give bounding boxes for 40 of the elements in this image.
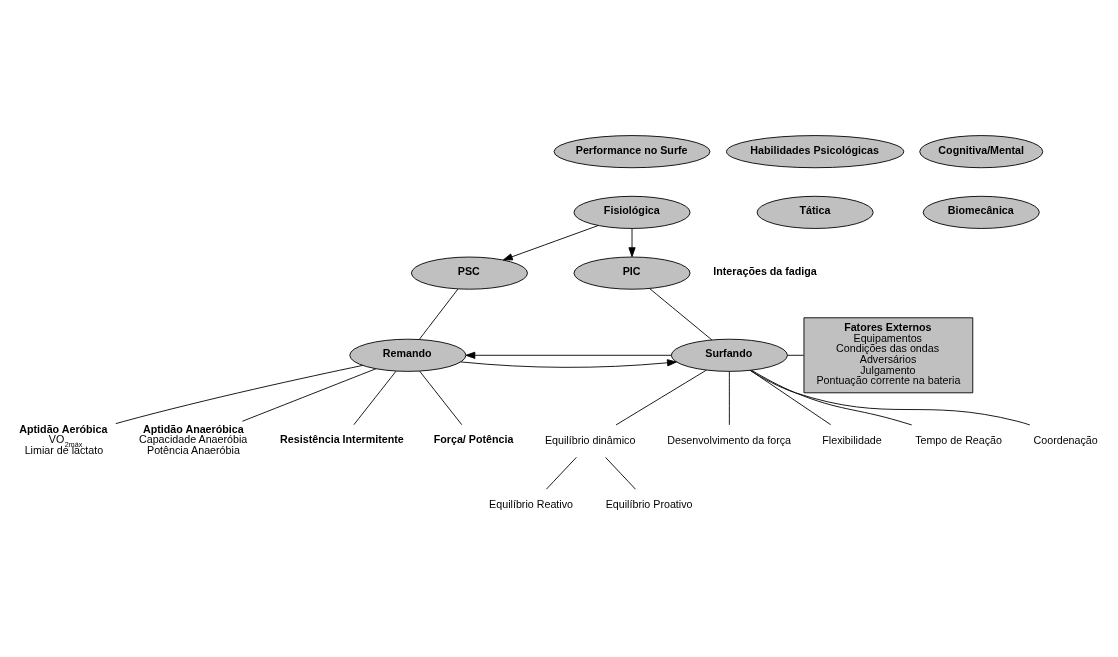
node-ellipse: Fisiológica (573, 195, 691, 229)
connector (419, 370, 463, 426)
node-box: Fatores Externos Equipamentos Condições das ondas Adversários Julgamento Pontuação corrente na bateria (803, 317, 974, 394)
connector (115, 365, 363, 425)
node-ellipse: Performance no Surfe (553, 135, 711, 169)
node-ellipse: PSC (410, 256, 528, 290)
arrow (465, 351, 672, 359)
connector (751, 369, 913, 426)
node-text: Flexibilidade (822, 433, 882, 446)
node-ellipse: Cognitiva/Mental (919, 135, 1044, 169)
connector (545, 456, 577, 490)
connector (353, 370, 397, 426)
node-text: Força/ Potência (433, 432, 514, 445)
node-text: Equilíbrio Reativo (489, 498, 573, 511)
connector (649, 288, 713, 341)
node-text: Equilíbrio dinâmico (544, 433, 636, 446)
node-text: Aptidão Aeróbica VO$_{2máx}$ Limiar de lactato (19, 422, 108, 457)
node-ellipse: Biomecânica (922, 195, 1040, 229)
connector (728, 371, 730, 426)
connector (418, 288, 459, 340)
node-text: Resistência Intermitente (280, 432, 404, 445)
arrow (502, 225, 599, 261)
node-text: Desenvolvimento da força (667, 433, 792, 446)
node-text: Coordenação (1033, 433, 1098, 446)
node-ellipse: Remando (349, 338, 467, 372)
connector (241, 368, 377, 422)
node-ellipse: Habilidades Psicológicas (726, 135, 905, 169)
connector (749, 369, 1031, 426)
arrow (628, 228, 636, 258)
node-ellipse: Surfando (670, 338, 788, 372)
node-ellipse: PIC (573, 256, 691, 290)
node-text: Tempo de Reação (915, 433, 1003, 446)
node-text: Equilíbrio Proativo (605, 498, 693, 511)
connector (605, 456, 636, 490)
arrow (460, 359, 677, 368)
label: Interações da fadiga (713, 265, 817, 277)
node-ellipse: Tática (756, 195, 874, 229)
node-text: Aptidão Anaeróbica Capacidade Anaeróbia Potência Anaeróbia (138, 422, 248, 457)
connector (787, 354, 805, 356)
connector (615, 369, 707, 426)
